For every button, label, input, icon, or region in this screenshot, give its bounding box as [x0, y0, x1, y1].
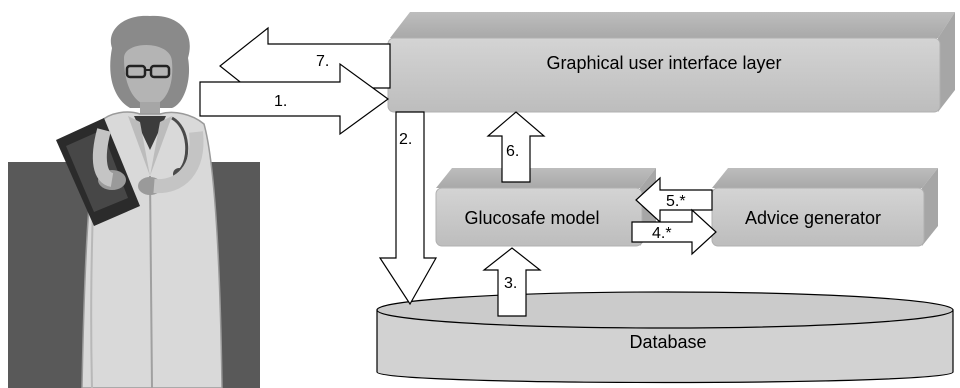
arrow-3: 3.	[482, 247, 542, 317]
database-body	[376, 309, 954, 384]
advice-generator-label: Advice generator	[745, 208, 881, 228]
database-top	[376, 291, 954, 329]
arrow-1: 1.	[199, 62, 390, 136]
advice-generator-box: Advice generator	[711, 168, 938, 247]
arrow-6-label: 6.	[506, 143, 519, 160]
gui-layer-box: Graphical user interface layer	[387, 12, 955, 113]
database-cylinder: Database	[376, 291, 954, 384]
arrow-1-label: 1.	[274, 93, 287, 110]
arrow-3-label: 3.	[504, 275, 517, 292]
gui-layer-label: Graphical user interface layer	[546, 53, 781, 73]
arrow-2: 2.	[378, 111, 438, 306]
doctor-figure	[8, 15, 260, 388]
arrow-7-label: 7.	[316, 53, 329, 70]
advice-box-face	[711, 187, 925, 247]
arrow-4: 4.*	[631, 208, 717, 256]
arrow-4-label: 4.*	[652, 225, 672, 242]
doctor-with-clipboard-icon	[56, 15, 223, 388]
gui-layer-box-top	[390, 12, 955, 38]
advice-box-top	[712, 168, 938, 188]
glucosafe-model-box: Glucosafe model	[435, 168, 656, 247]
gui-layer-box-face	[387, 37, 941, 113]
glucosafe-box-top	[436, 168, 656, 188]
arrow-6: 6.	[486, 111, 546, 183]
arrow-5-label: 5.*	[666, 193, 686, 210]
gui-layer-box-side	[938, 12, 955, 112]
arrow-2-label: 2.	[399, 131, 412, 148]
database-label: Database	[629, 332, 706, 352]
advice-box-side	[922, 168, 938, 246]
arrow-5: 5.*	[635, 176, 713, 224]
glucosafe-box-face	[435, 187, 643, 247]
glucosafe-model-label: Glucosafe model	[464, 208, 599, 228]
